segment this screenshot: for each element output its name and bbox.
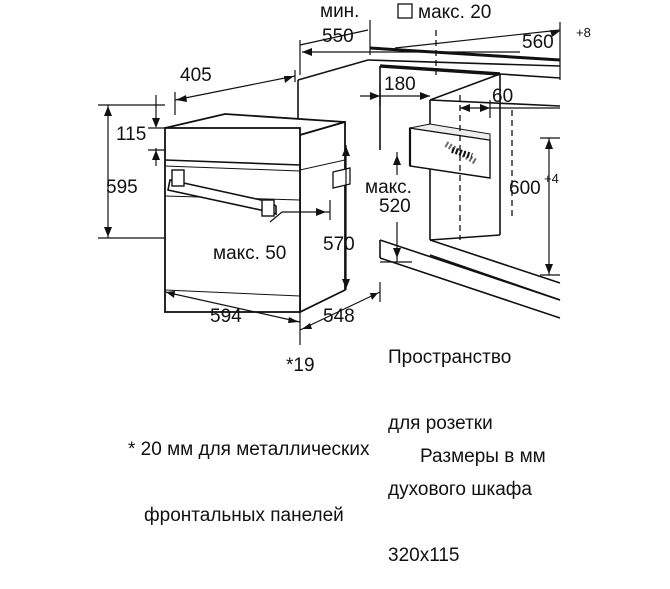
label-min: мин.	[320, 1, 359, 22]
footnote-line: * 20 мм для металлических	[128, 439, 370, 460]
label-front-depth: 405	[180, 65, 212, 86]
label-niche-height-tolerance: +4	[544, 171, 559, 186]
footnote-line: фронтальных панелей	[144, 505, 344, 526]
max-gap-box-icon	[397, 3, 413, 19]
label-socket-side: 60	[492, 86, 513, 107]
socket-space-line: духового шкафа	[388, 479, 532, 500]
label-front-panel-ref: *19	[286, 355, 315, 376]
label-socket-offset: 180	[384, 74, 416, 95]
label-niche-depth-tolerance: +8	[576, 25, 591, 40]
socket-space-line: Пространство	[388, 347, 512, 368]
label-niche-depth: 560	[522, 32, 554, 53]
label-max: макс.	[365, 177, 412, 198]
socket-space-line: для розетки	[388, 413, 493, 434]
label-oven-width: 594	[210, 306, 242, 327]
oven	[164, 113, 351, 314]
cabinet-niche	[297, 59, 561, 319]
socket-box	[408, 123, 491, 179]
label-max-handle: макс. 50	[213, 243, 286, 264]
label-inner-height: 570	[323, 234, 355, 255]
label-niche-height: 600	[509, 178, 541, 199]
label-niche-width: 550	[322, 26, 354, 47]
label-oven-height: 595	[106, 177, 138, 198]
label-max-gap: макс. 20	[418, 2, 491, 23]
label-oven-depth: 548	[323, 306, 355, 327]
units-note: Размеры в мм	[420, 446, 546, 467]
label-panel-height: 115	[116, 124, 146, 145]
dimension-labels: мин. макс. 20 550 560 +8 405 180 60 115 …	[106, 1, 591, 376]
label-max-depth: 520	[379, 196, 411, 217]
footnote: * 20 мм для металлических фронтальных па…	[128, 395, 369, 549]
oven-handle	[167, 169, 277, 217]
dimension-lines	[98, 20, 561, 345]
socket-space-line: 320x115	[388, 545, 460, 566]
oven-installation-drawing: мин. макс. 20 550 560 +8 405 180 60 115 …	[98, 1, 591, 376]
